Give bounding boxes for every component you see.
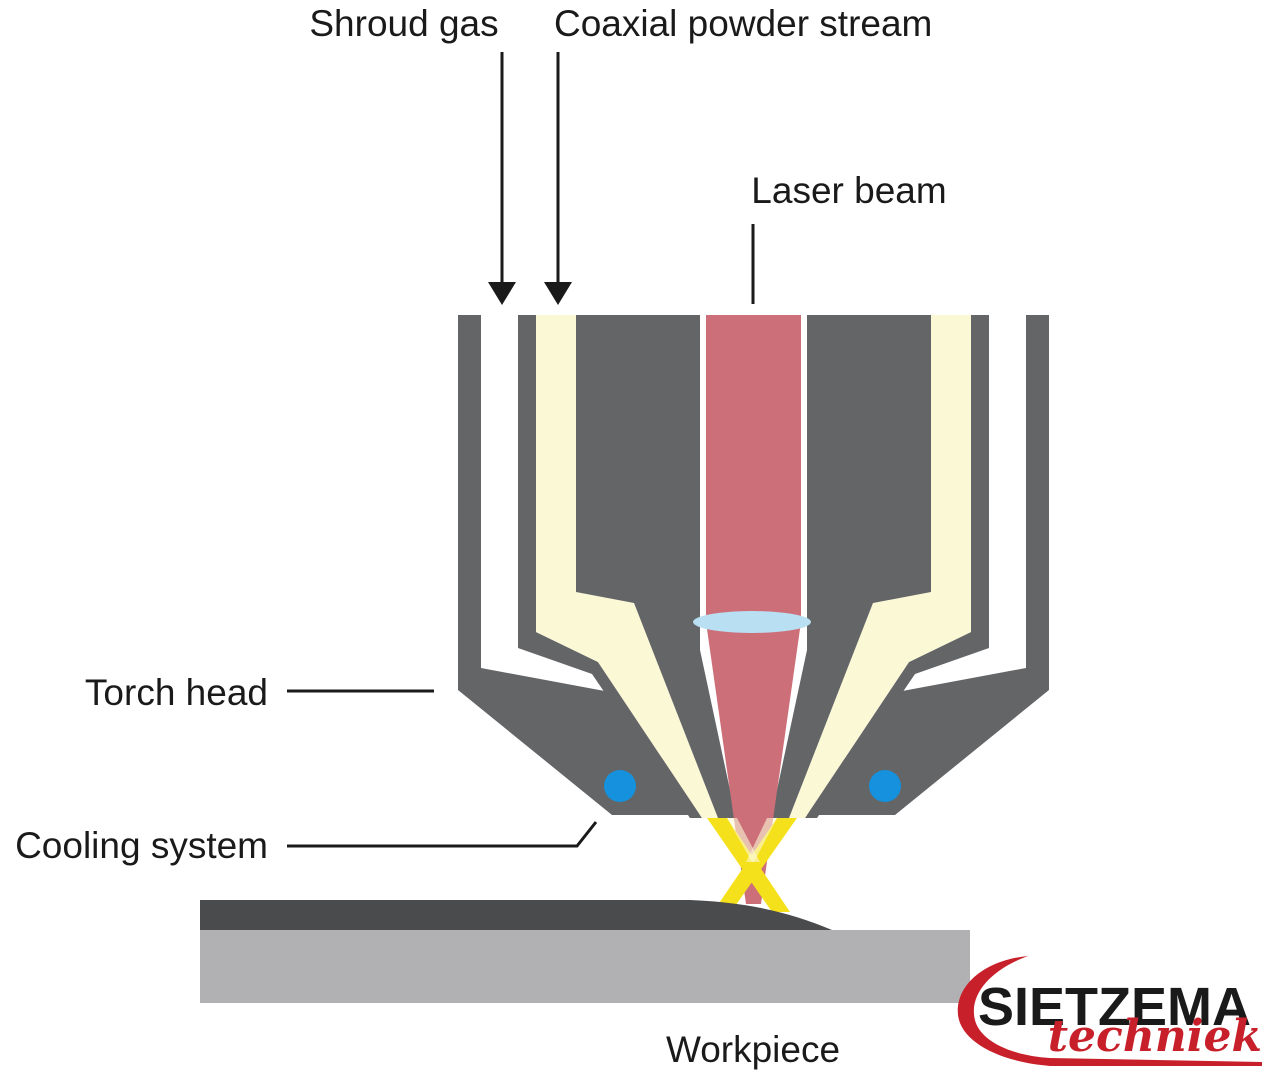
torch-inner-core-left — [576, 315, 736, 818]
logo-sub-text: techniek — [1048, 1011, 1262, 1062]
torch-inner-core-right — [771, 315, 931, 818]
label-cooling-system: Cooling system — [15, 825, 268, 866]
arrow-down-icon — [544, 282, 572, 305]
label-shroud-gas: Shroud gas — [309, 3, 498, 44]
focusing-lens — [693, 611, 811, 633]
torch-head — [458, 315, 1049, 818]
label-coaxial-powder-stream: Coaxial powder stream — [554, 3, 932, 44]
cooling-channel-right — [869, 770, 901, 802]
laser-beam — [706, 315, 801, 904]
powder-jet-glow-right — [746, 818, 777, 862]
cooling-system-leader — [287, 821, 598, 848]
powder-jets — [707, 818, 797, 912]
label-workpiece: Workpiece — [666, 1029, 840, 1070]
clad-layer — [200, 900, 832, 930]
workpiece-substrate — [200, 930, 970, 1003]
logo-main-text: SIETZEMA — [978, 977, 1251, 1037]
powder-channel-left — [536, 315, 718, 818]
label-laser-beam: Laser beam — [751, 170, 946, 211]
torch-outer-shell-right — [800, 315, 1049, 815]
shroud-gas-arrow — [488, 52, 516, 305]
powder-stream-arrow — [544, 52, 572, 305]
label-torch-head: Torch head — [85, 672, 268, 713]
powder-channel-right — [789, 315, 971, 818]
sietzema-techniek-logo: SIETZEMA techniek — [957, 956, 1262, 1066]
torch-outer-shell-left — [458, 315, 707, 815]
cooling-channel-left — [604, 770, 636, 802]
arrow-down-icon — [488, 282, 516, 305]
powder-jet-right — [713, 818, 797, 912]
